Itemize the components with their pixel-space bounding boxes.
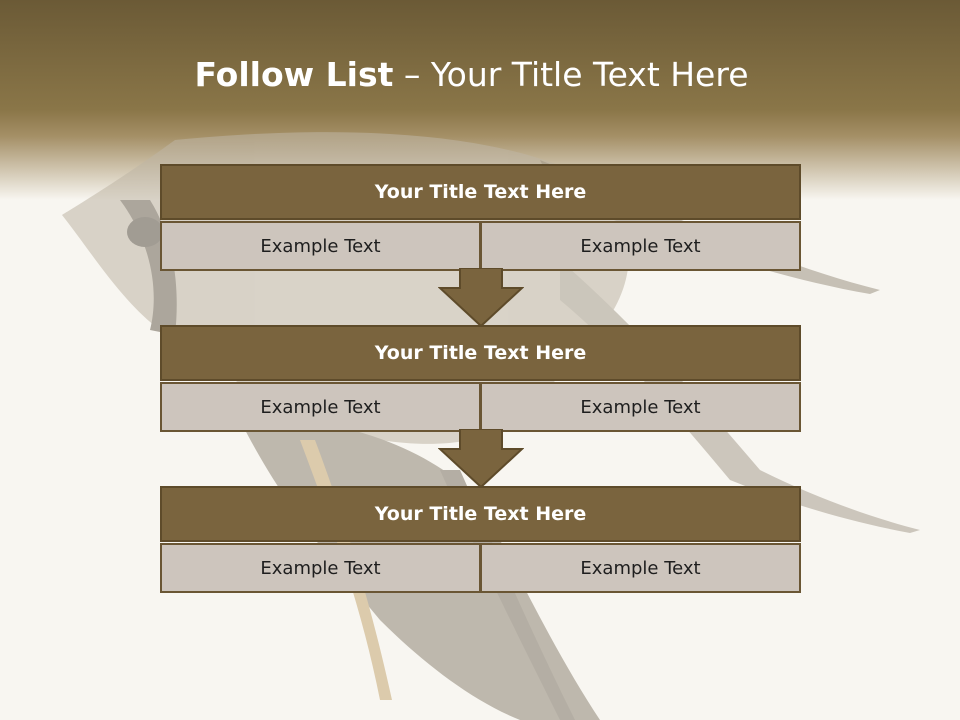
slide-title-bold: Follow List <box>194 55 394 94</box>
example-text-right: Example Text <box>481 382 801 432</box>
down-arrow-icon <box>438 429 524 489</box>
block-row: Example Text Example Text <box>160 543 801 593</box>
list-block-1: Your Title Text Here Example Text Exampl… <box>160 164 801 271</box>
slide-title: Follow List – Your Title Text Here <box>0 55 943 94</box>
block-title: Your Title Text Here <box>160 164 801 220</box>
example-text-left: Example Text <box>160 382 481 432</box>
example-text-left: Example Text <box>160 543 481 593</box>
block-row: Example Text Example Text <box>160 382 801 432</box>
list-block-2: Your Title Text Here Example Text Exampl… <box>160 325 801 432</box>
example-text-right: Example Text <box>481 221 801 271</box>
slide-title-rest: – Your Title Text Here <box>403 55 749 94</box>
list-block-3: Your Title Text Here Example Text Exampl… <box>160 486 801 593</box>
block-row: Example Text Example Text <box>160 221 801 271</box>
block-title: Your Title Text Here <box>160 486 801 542</box>
block-title: Your Title Text Here <box>160 325 801 381</box>
example-text-left: Example Text <box>160 221 481 271</box>
example-text-right: Example Text <box>481 543 801 593</box>
down-arrow-icon <box>438 268 524 328</box>
